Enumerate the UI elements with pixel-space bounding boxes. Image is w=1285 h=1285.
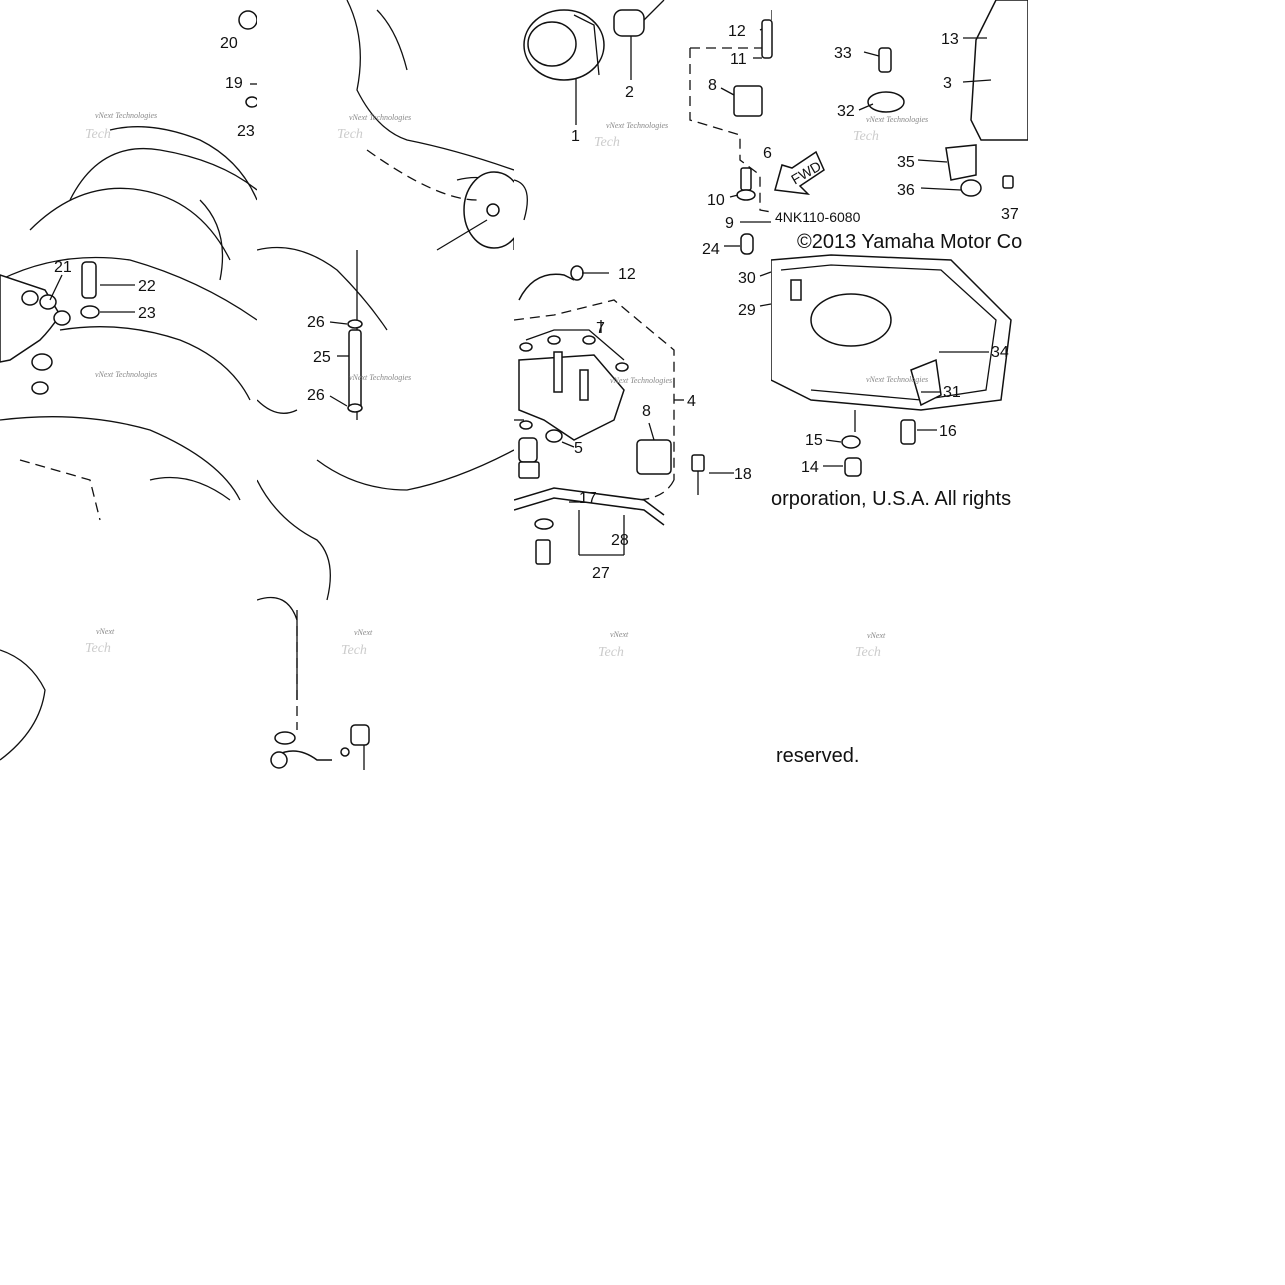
callout-1: 1 bbox=[571, 128, 580, 145]
cover-32-icon bbox=[867, 91, 905, 113]
engine-center-drawing: vNext Technologies Tech vNext Technologi… bbox=[257, 0, 514, 770]
callout-3: 3 bbox=[943, 75, 952, 92]
svg-text:vNext Technologies: vNext Technologies bbox=[606, 121, 668, 130]
svg-text:vNext: vNext bbox=[96, 627, 115, 636]
copyright-line-3: reserved. bbox=[776, 745, 859, 767]
callout-31: 31 bbox=[943, 384, 961, 401]
callout-27: 27 bbox=[592, 565, 610, 582]
diagram-tile-left: vNext Technologies Tech vNext Technologi… bbox=[0, 0, 257, 770]
callout-34: 34 bbox=[991, 344, 1009, 361]
washer-17-icon bbox=[534, 518, 554, 530]
union-bolt-icon bbox=[613, 9, 645, 37]
callout-12: 12 bbox=[618, 266, 636, 283]
engine-left-drawing: vNext Technologies Tech vNext Technologi… bbox=[0, 10, 257, 761]
bolt-20-icon bbox=[238, 10, 257, 30]
fwd-arrow-icon: FWD bbox=[774, 150, 825, 196]
callout-13: 13 bbox=[941, 31, 959, 48]
svg-text:vNext Technologies: vNext Technologies bbox=[349, 373, 411, 382]
callout-6: 6 bbox=[763, 145, 772, 162]
callout-22: 22 bbox=[138, 278, 156, 295]
bolt-16-icon bbox=[900, 419, 916, 445]
svg-text:vNext: vNext bbox=[354, 628, 373, 637]
callout-26: 26 bbox=[307, 314, 325, 331]
oil-pan-top-icon bbox=[970, 0, 1028, 141]
copyright-line-1: ©2013 Yamaha Motor Co bbox=[797, 231, 1022, 253]
svg-text:vNext: vNext bbox=[867, 631, 886, 640]
svg-text:Tech: Tech bbox=[594, 135, 620, 150]
part-code: 4NK110-6080 bbox=[775, 209, 861, 225]
svg-text:vNext Technologies: vNext Technologies bbox=[866, 375, 928, 384]
drain-bolt-14-icon bbox=[844, 457, 862, 477]
callout-30: 30 bbox=[738, 270, 756, 287]
gasket-15-icon bbox=[841, 435, 861, 449]
diagram-tile-center-left: vNext Technologies Tech vNext Technologi… bbox=[257, 0, 514, 770]
svg-text:vNext Technologies: vNext Technologies bbox=[866, 115, 928, 124]
watermark: vNext Technologies bbox=[95, 111, 157, 120]
callout-26: 26 bbox=[307, 387, 325, 404]
svg-text:vNext Technologies: vNext Technologies bbox=[349, 113, 411, 122]
callout-37: 37 bbox=[1001, 206, 1019, 223]
callout-24: 24 bbox=[702, 241, 720, 258]
callout-18: 18 bbox=[734, 466, 752, 483]
callout-5: 5 bbox=[574, 440, 583, 457]
svg-text:Tech: Tech bbox=[85, 641, 111, 656]
callout-21: 21 bbox=[54, 259, 72, 276]
oring-26-bottom-icon bbox=[347, 403, 363, 413]
callout-23: 23 bbox=[138, 305, 156, 322]
callout-20: 20 bbox=[220, 35, 238, 52]
svg-text:vNext: vNext bbox=[610, 630, 629, 639]
callout-19: 19 bbox=[225, 75, 243, 92]
bolt-33-icon bbox=[878, 47, 892, 73]
callout-25: 25 bbox=[313, 349, 331, 366]
pressure-switch-8-icon bbox=[733, 85, 763, 117]
callout-35: 35 bbox=[897, 154, 915, 171]
callout-14: 14 bbox=[801, 459, 819, 476]
callout-8: 8 bbox=[708, 77, 717, 94]
sensor-31-icon bbox=[910, 358, 942, 407]
diagram-tile-center-right: 1 2 12 7 4 5 30 bbox=[514, 0, 771, 770]
callout-15: 15 bbox=[805, 432, 823, 449]
callout-11: 11 bbox=[730, 51, 747, 68]
callout-7: 7 bbox=[596, 320, 605, 337]
washer-19-icon bbox=[245, 96, 257, 108]
svg-text:Tech: Tech bbox=[85, 127, 111, 142]
oring-26-top-icon bbox=[347, 319, 363, 329]
oil-pan-drawing: 33 32 13 3 35 36 37 34 31 bbox=[771, 0, 1028, 660]
svg-text:vNext Technologies: vNext Technologies bbox=[610, 376, 672, 385]
callout-17: 17 bbox=[579, 490, 597, 507]
callout-10: 10 bbox=[707, 192, 725, 209]
svg-text:Tech: Tech bbox=[598, 645, 624, 660]
svg-text:Tech: Tech bbox=[853, 129, 879, 144]
svg-text:Tech: Tech bbox=[341, 643, 367, 658]
callout-8: 8 bbox=[642, 403, 651, 420]
copyright-line-2: orporation, U.S.A. All rights bbox=[771, 488, 1011, 510]
callout-36: 36 bbox=[897, 182, 915, 199]
callout-2: 2 bbox=[625, 84, 634, 101]
svg-text:Tech: Tech bbox=[855, 645, 881, 660]
bolt-22-icon bbox=[81, 261, 97, 299]
dowel-24-icon bbox=[740, 233, 754, 255]
bracket-35-icon bbox=[945, 144, 977, 181]
callout-4: 4 bbox=[687, 393, 696, 410]
oil-filter-drawing: 1 2 12 7 4 5 30 bbox=[514, 0, 752, 660]
callout-28: 28 bbox=[611, 532, 629, 549]
callout-23: 23 bbox=[237, 123, 255, 140]
callout-32: 32 bbox=[837, 103, 855, 120]
svg-text:vNext Technologies: vNext Technologies bbox=[95, 370, 157, 379]
callout-16: 16 bbox=[939, 423, 957, 440]
svg-text:Tech: Tech bbox=[337, 127, 363, 142]
callout-29: 29 bbox=[738, 302, 756, 319]
diagram-tile-right: 33 32 13 3 35 36 37 34 31 bbox=[771, 0, 1028, 770]
oil-strainer-icon bbox=[518, 354, 625, 441]
callout-9: 9 bbox=[725, 215, 734, 232]
callout-33: 33 bbox=[834, 45, 852, 62]
callout-12: 12 bbox=[728, 23, 746, 40]
washer-23-icon bbox=[80, 305, 100, 319]
oil-pan-icon bbox=[771, 254, 1012, 411]
